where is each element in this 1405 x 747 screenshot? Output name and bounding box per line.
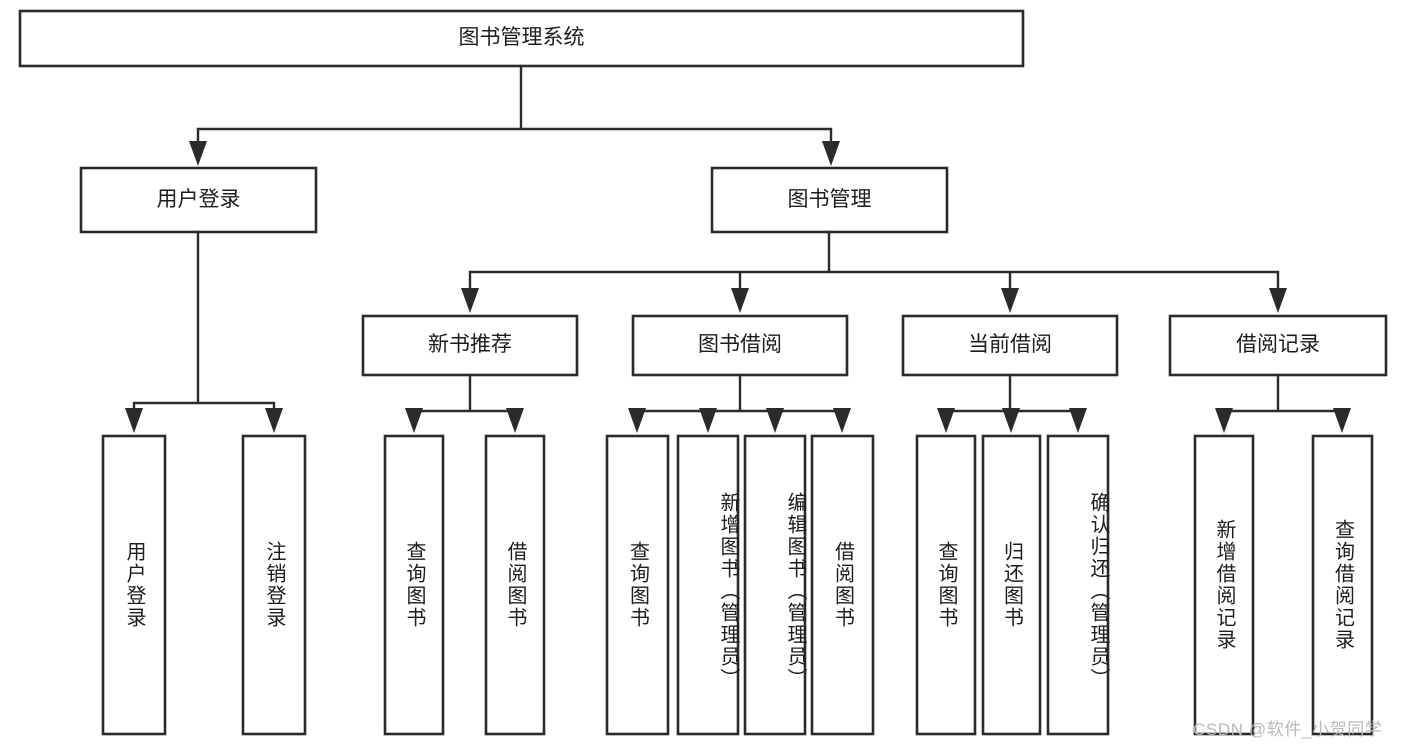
arrowhead-icon — [1002, 408, 1020, 433]
arrowhead-icon — [833, 408, 851, 433]
arrowhead-icon — [1269, 288, 1287, 313]
node-box-current-borrow[interactable] — [901, 314, 1119, 377]
arrowhead-icon — [461, 288, 479, 313]
node-box-user-login[interactable] — [79, 166, 318, 234]
arrowhead-icon — [766, 408, 784, 433]
connector-borrowrecord-to-leaves — [1222, 373, 1344, 418]
connector-bookmanage-to-level3 — [468, 230, 1280, 293]
connector-bookborrow-to-leaves — [635, 373, 844, 418]
node-box-leaf[interactable] — [605, 434, 670, 736]
node-box-leaf[interactable] — [484, 434, 546, 736]
node-box-root[interactable] — [18, 9, 1025, 68]
node-box-leaf[interactable] — [743, 434, 807, 736]
node-box-leaf[interactable] — [915, 434, 977, 736]
arrowhead-icon — [628, 408, 646, 433]
node-box-book-manage[interactable] — [710, 166, 949, 234]
node-box-leaf[interactable] — [1046, 434, 1110, 736]
arrowhead-icon — [1001, 288, 1019, 313]
node-box-leaf[interactable] — [1311, 434, 1374, 736]
arrowhead-icon — [822, 141, 840, 166]
arrowhead-icon — [699, 408, 717, 433]
arrowhead-icon — [405, 408, 423, 433]
node-box-leaf[interactable] — [383, 434, 445, 736]
arrowhead-icon — [937, 408, 955, 433]
node-box-leaf[interactable] — [981, 434, 1042, 736]
arrowhead-icon — [125, 408, 143, 433]
node-box-leaf[interactable] — [1193, 434, 1255, 736]
arrowhead-icon — [1333, 408, 1351, 433]
node-box-borrow-record[interactable] — [1168, 314, 1388, 377]
arrowhead-icon — [506, 408, 524, 433]
node-box-book-borrow[interactable] — [631, 314, 849, 377]
connector-userlogin-to-leaves — [132, 230, 276, 413]
arrowhead-icon — [1215, 408, 1233, 433]
node-box-leaf[interactable] — [241, 434, 307, 736]
connector-root-to-level2 — [196, 64, 833, 150]
arrowhead-icon — [189, 141, 207, 166]
watermark-text: CSDN @软件_小贺同学 — [1193, 720, 1383, 739]
arrowhead-icon — [731, 288, 749, 313]
node-box-leaf[interactable] — [676, 434, 740, 736]
node-box-leaf[interactable] — [101, 434, 167, 736]
node-box-new-book[interactable] — [361, 314, 579, 377]
connector-newbook-to-leaves — [412, 373, 517, 418]
node-box-leaf[interactable] — [810, 434, 875, 736]
arrowhead-icon — [265, 408, 283, 433]
arrowhead-icon — [1069, 408, 1087, 433]
